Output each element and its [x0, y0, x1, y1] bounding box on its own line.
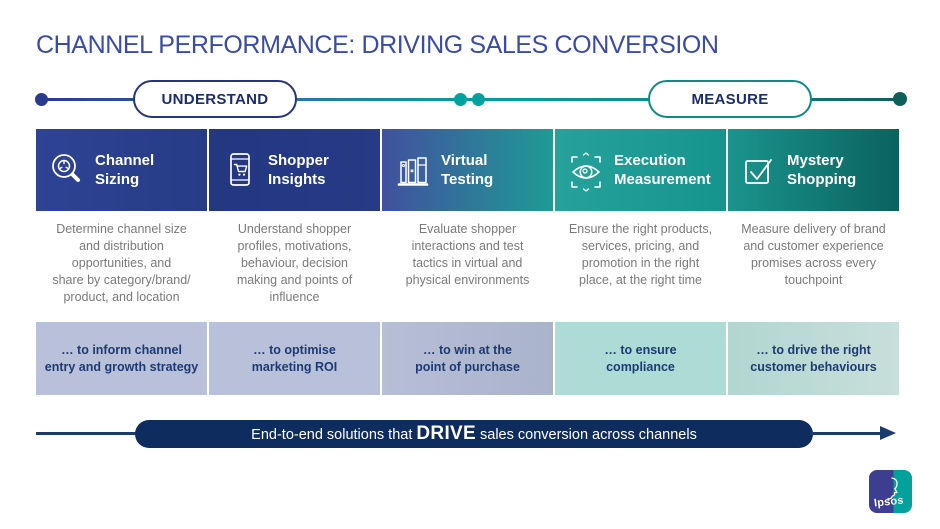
column-header: Virtual Testing	[382, 129, 553, 211]
logo-profile-icon	[887, 477, 898, 500]
column-header: Execution Measurement	[555, 129, 726, 211]
stage-pill-measure: MEASURE	[648, 80, 812, 118]
column-channel-sizing: Channel Sizing Determine channel size an…	[36, 129, 207, 395]
outcome-box: … to win at the point of purchase	[382, 322, 553, 395]
timeline-mid-dot-1	[454, 93, 467, 106]
footer-text-post: sales conversion across channels	[475, 427, 697, 443]
outcome-box: … to optimise marketing ROI	[209, 322, 380, 395]
column-description: Determine channel size and distribution …	[52, 222, 191, 304]
footer-banner: End-to-end solutions that DRIVE sales co…	[135, 420, 813, 448]
ipsos-logo: Ipsos	[869, 470, 912, 513]
column-title: Virtual Testing	[441, 152, 494, 188]
column-shopper-insights: Shopper Insights Understand shopper prof…	[209, 129, 380, 395]
column-header: Mystery Shopping	[728, 129, 899, 211]
column-title: Mystery Shopping	[787, 152, 857, 188]
column-title: Shopper Insights	[268, 152, 329, 188]
column-title: Execution Measurement	[614, 152, 711, 188]
shelf-products-icon	[391, 148, 435, 192]
column-virtual-testing: Virtual Testing Evaluate shopper interac…	[382, 129, 553, 395]
column-mystery-shopping: Mystery Shopping Measure delivery of bra…	[728, 129, 899, 395]
eye-scan-icon	[564, 148, 608, 192]
outcome-box: … to ensure compliance	[555, 322, 726, 395]
footer-arrow-line-left	[36, 432, 140, 435]
footer-arrow-line-right	[810, 432, 882, 435]
timeline-end-dot	[893, 92, 907, 106]
stage-pill-understand: UNDERSTAND	[133, 80, 297, 118]
timeline-start-dot	[35, 93, 48, 106]
pie-magnifier-icon	[45, 148, 89, 192]
stage-label: UNDERSTAND	[161, 90, 269, 108]
column-description: Evaluate shopper interactions and test t…	[405, 222, 530, 287]
outcome-box: … to inform channel entry and growth str…	[36, 322, 207, 395]
page-title: CHANNEL PERFORMANCE: DRIVING SALES CONVE…	[36, 31, 719, 59]
column-header: Channel Sizing	[36, 129, 207, 211]
outcome-box: … to drive the right customer behaviours	[728, 322, 899, 395]
footer-text-emphasis: DRIVE	[416, 423, 476, 444]
checkbox-check-icon	[737, 148, 781, 192]
timeline-mid-dot-2	[472, 93, 485, 106]
footer-text-pre: End-to-end solutions that	[251, 427, 417, 443]
column-title: Channel Sizing	[95, 152, 155, 188]
column-description: Understand shopper profiles, motivations…	[236, 222, 353, 304]
timeline-line	[41, 98, 901, 101]
column-execution-measurement: Execution Measurement Ensure the right p…	[555, 129, 726, 395]
column-header: Shopper Insights	[209, 129, 380, 211]
phone-cart-icon	[218, 148, 262, 192]
column-description: Ensure the right products, services, pri…	[568, 222, 713, 287]
column-description: Measure delivery of brand and customer e…	[741, 222, 886, 287]
footer-arrowhead-icon	[880, 426, 896, 440]
stage-label: MEASURE	[691, 90, 769, 108]
